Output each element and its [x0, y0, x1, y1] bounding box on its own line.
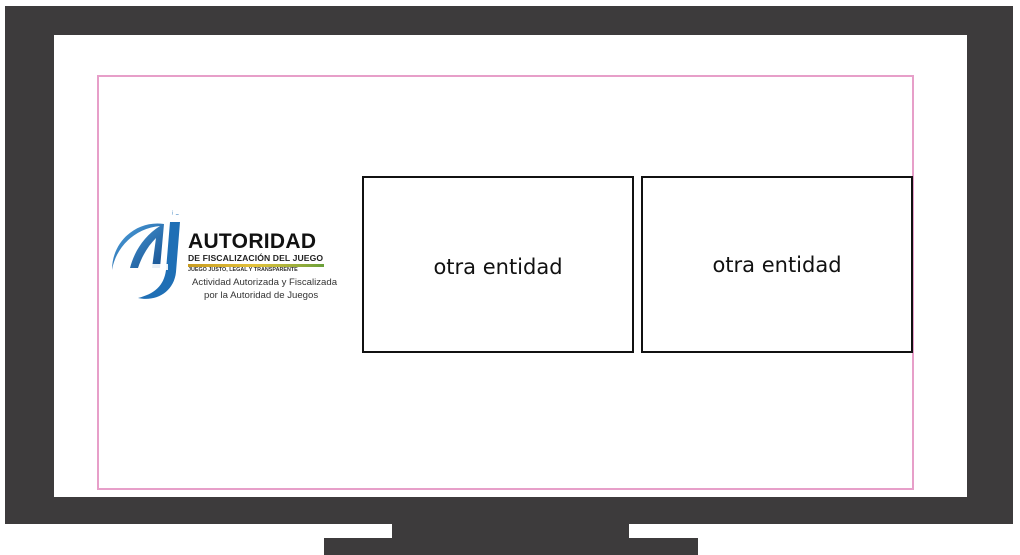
monitor-stand-base: [324, 538, 698, 555]
logo-brand: AUTORIDAD: [188, 230, 317, 253]
logo-tagline-line1: Actividad Autorizada y Fiscalizada: [192, 277, 338, 288]
entity-box-2: otra entidad: [641, 176, 913, 353]
autoridad-logo: ʲ – AUTORIDAD DE FISCALIZACIÓN DEL JUEGO…: [108, 206, 337, 310]
entity-label: otra entidad: [433, 254, 563, 279]
logo-tagline-line2: por la Autoridad de Juegos: [204, 290, 319, 301]
logo-subtitle: DE FISCALIZACIÓN DEL JUEGO: [188, 253, 324, 263]
logo-stripe: [188, 264, 324, 267]
svg-text:ʲ –: ʲ –: [171, 210, 179, 218]
aj-monogram-icon: ʲ –: [112, 210, 180, 299]
safe-area-guide: [97, 75, 914, 490]
monitor-stand-neck: [392, 520, 629, 542]
entity-label: otra entidad: [712, 252, 842, 277]
entity-box-1: otra entidad: [362, 176, 634, 353]
logo-motto: JUEGO JUSTO, LEGAL Y TRANSPARENTE: [188, 267, 298, 273]
